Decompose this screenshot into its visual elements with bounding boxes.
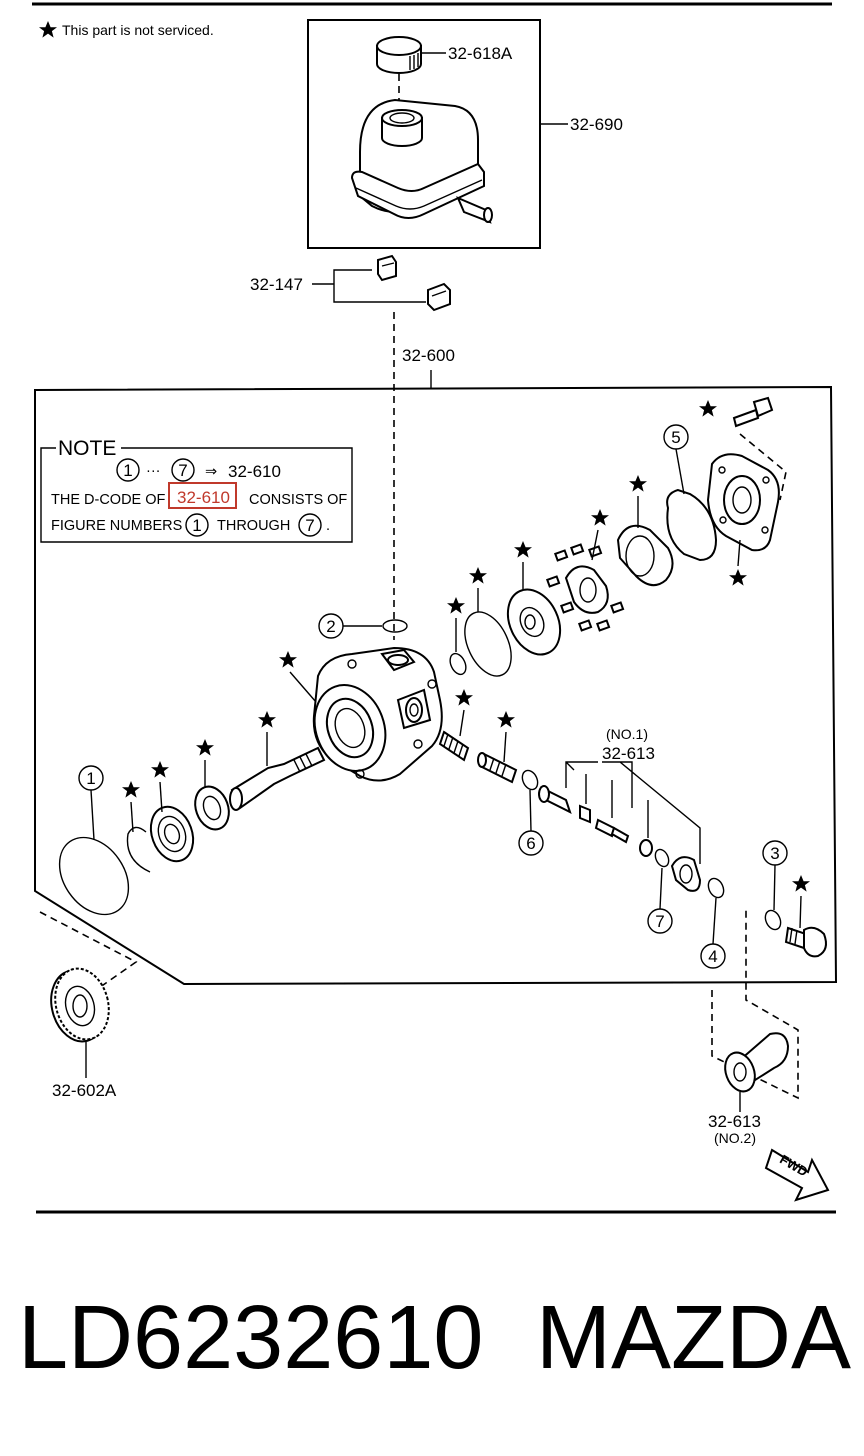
- cam-ring: [616, 524, 674, 587]
- star-icon: [591, 509, 609, 526]
- star-icon: [151, 761, 169, 778]
- bearing: [149, 805, 195, 863]
- hose-clamps: [377, 254, 451, 312]
- star-icon: [792, 875, 810, 892]
- star-icon: [447, 597, 465, 614]
- callout-5: 5: [671, 428, 680, 447]
- note-range-target: 32-610: [228, 462, 281, 481]
- star-icon: [514, 541, 532, 558]
- highlight-box: [168, 482, 237, 509]
- flow-valve-spring: [438, 730, 470, 762]
- svg-text:7: 7: [305, 516, 314, 535]
- shaft-seal: [194, 785, 230, 831]
- pump-body: [312, 646, 443, 782]
- svg-text:1: 1: [192, 516, 201, 535]
- pressure-plate: [506, 588, 562, 656]
- drive-gear: [50, 967, 110, 1043]
- legend-text: This part is not serviced.: [62, 22, 214, 38]
- callout-1: 1: [86, 769, 95, 788]
- reservoir-tank: [350, 98, 493, 224]
- svg-text:CONSISTS OF: CONSISTS OF: [249, 492, 347, 508]
- valve-no1-tag: (NO.1): [606, 726, 648, 742]
- svg-text:···: ···: [146, 463, 161, 479]
- star-icon: [279, 651, 297, 668]
- cover-bolt: [732, 396, 774, 428]
- label-clamp: 32-147: [250, 275, 303, 294]
- label-pump-assembly: 32-600: [402, 346, 455, 365]
- label-cap: 32-618A: [448, 44, 513, 63]
- svg-text:.: .: [326, 518, 330, 534]
- star-icon: [729, 569, 747, 586]
- flow-valve-body: [538, 785, 702, 892]
- fitting-no2: [724, 1032, 790, 1093]
- reservoir-box: [307, 19, 541, 249]
- star-icon: [258, 711, 276, 728]
- callout-7: 7: [655, 912, 664, 931]
- callout-6: 6: [526, 834, 535, 853]
- star-icon: [699, 400, 717, 417]
- svg-text:FIGURE NUMBERS: FIGURE NUMBERS: [51, 518, 182, 534]
- pump-frame: [34, 385, 838, 986]
- valve-no1-code: 32-613: [602, 744, 655, 763]
- callout-3: 3: [770, 844, 779, 863]
- star-icon: [122, 781, 140, 798]
- callout-2: 2: [326, 617, 335, 636]
- part-number: LD6232610: [18, 1288, 483, 1388]
- plug-bolt: [784, 926, 827, 958]
- label-gear: 32-602A: [52, 1081, 117, 1100]
- star-icon: [39, 21, 57, 38]
- callout-4: 4: [708, 947, 717, 966]
- star-icon: [196, 739, 214, 756]
- svg-text:THROUGH: THROUGH: [217, 518, 290, 534]
- flow-valve-spool: [477, 752, 518, 784]
- note-box: NOTE 1 ··· 7 ⇒ 32-610 THE D-CODE OF 32-6…: [40, 437, 353, 543]
- fwd-arrow-icon: FWD: [764, 1148, 830, 1202]
- brand-name: MAZDA: [536, 1288, 851, 1388]
- svg-text:⇒: ⇒: [205, 464, 217, 480]
- svg-text:1: 1: [123, 461, 132, 480]
- svg-text:7: 7: [178, 461, 187, 480]
- rotor-vanes: [545, 543, 625, 632]
- valve-no2-tag: (NO.2): [714, 1130, 756, 1146]
- svg-text:THE D-CODE OF: THE D-CODE OF: [51, 492, 166, 508]
- star-icon: [629, 475, 647, 492]
- drive-shaft: [229, 746, 326, 811]
- pump-rear-cover: [706, 453, 780, 552]
- highlighted-code: 32-610: [177, 488, 230, 507]
- valve-no2-code: 32-613: [708, 1112, 761, 1131]
- star-icon: [497, 711, 515, 728]
- star-icon: [469, 567, 487, 584]
- star-icon: [455, 689, 473, 706]
- label-reservoir: 32-690: [570, 115, 623, 134]
- note-title: NOTE: [58, 437, 116, 460]
- reservoir-cap: [376, 36, 422, 74]
